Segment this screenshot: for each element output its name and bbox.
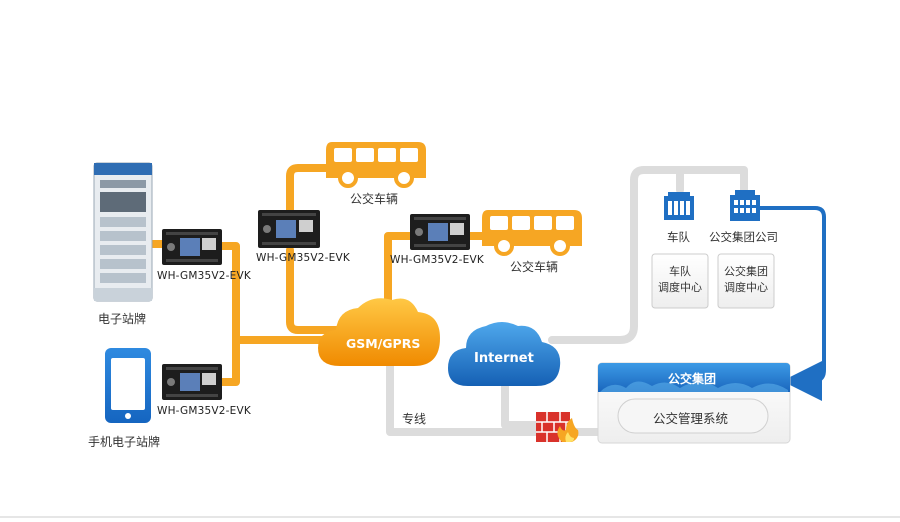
evk4-gsm-link [218,336,240,386]
evk2-bus-link [286,164,332,218]
bottom-rule [0,516,900,518]
internet-label: Internet [474,351,534,366]
group-dispatch-line2: 调度中心 [724,281,768,294]
bus-mid-icon [482,210,582,256]
bus-mid-label: 公交车辆 [510,260,559,274]
fleet-dispatch-line2: 调度中心 [658,281,702,294]
gray-links [386,166,748,436]
group-dispatch-line1: 公交集团 [724,265,768,278]
internet-fleet-link [548,166,748,344]
bus-top-icon [326,142,426,188]
group-dispatch-box [717,253,775,309]
evk3-gsm-link [384,232,416,316]
mobile-board-label: 手机电子站牌 [88,435,161,449]
group-company-label: 公交集团公司 [709,230,778,244]
fleet-building-icon [664,192,694,220]
management-system-label: 公交管理系统 [653,411,729,426]
gsm-label: GSM/GPRS [346,336,421,351]
evk-board-2 [258,210,320,248]
fleet-dispatch-box [651,253,709,309]
mobile-phone-icon [105,348,151,423]
fleet-dispatch-line1: 车队 [669,265,691,278]
gsm-cloud-icon [318,298,440,366]
evk2-gsm-link [286,246,349,334]
fleet-label: 车队 [667,230,690,244]
group-company-building-icon [730,190,760,221]
evk-label-3: WH-GM35V2-EVK [390,254,484,266]
evk-label-1: WH-GM35V2-EVK [157,270,251,282]
bus-top-label: 公交车辆 [350,192,399,206]
evk-board-3 [410,214,470,250]
leased-line-link [386,358,604,436]
group-panel-title: 公交集团 [668,372,717,386]
evk1-gsm-link [218,242,344,344]
group-panel [597,362,791,444]
fleet-dispatch-text: 车队 调度中心 [652,264,708,296]
company-to-panel-arrow [758,206,826,401]
electronic-board-icon [93,162,153,302]
internet-firewall-link [501,381,549,429]
evk-label-4: WH-GM35V2-EVK [157,405,251,417]
electronic-board-label: 电子站牌 [98,312,147,326]
group-dispatch-text: 公交集团 调度中心 [718,264,774,296]
evk-board-4 [162,364,222,400]
leased-line-label: 专线 [402,412,427,426]
internet-cloud-icon [448,322,561,386]
evk-label-2: WH-GM35V2-EVK [256,252,350,264]
evk-board-1 [162,229,222,265]
firewall-icon [536,412,579,442]
